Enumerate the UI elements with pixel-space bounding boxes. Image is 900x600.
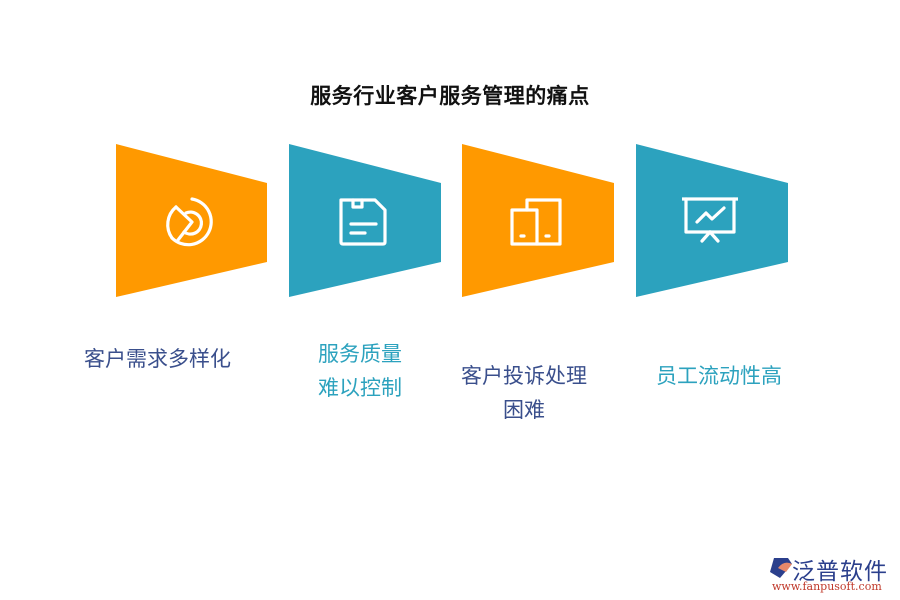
pain-point-label-1: 客户需求多样化 xyxy=(84,342,231,376)
label-line: 客户需求多样化 xyxy=(84,347,231,371)
pain-point-label-3: 客户投诉处理 困难 xyxy=(461,359,587,427)
floppy-disk-icon xyxy=(339,198,387,246)
pain-point-label-4: 员工流动性高 xyxy=(656,359,782,393)
logo-name: 泛普软件 xyxy=(792,559,888,585)
pain-point-card-3 xyxy=(462,144,615,298)
logo-mark-icon xyxy=(770,558,792,578)
pain-point-card-4 xyxy=(636,144,789,298)
presentation-chart-icon xyxy=(682,197,738,243)
fanpu-logo: 泛普软件 www.fanpusoft.com xyxy=(766,552,896,596)
devices-icon xyxy=(510,198,562,246)
label-line: 服务质量 xyxy=(318,342,402,366)
page-title: 服务行业客户服务管理的痛点 xyxy=(310,84,590,108)
pain-point-card-2 xyxy=(289,144,442,298)
pain-point-label-2: 服务质量 难以控制 xyxy=(318,337,402,405)
label-line: 困难 xyxy=(503,398,545,422)
pie-chart-icon xyxy=(166,197,213,247)
label-line: 员工流动性高 xyxy=(656,364,782,388)
pain-point-card-1 xyxy=(116,144,269,298)
trapezoid-shape xyxy=(289,144,441,297)
label-line: 难以控制 xyxy=(318,376,402,400)
label-line: 客户投诉处理 xyxy=(461,364,587,388)
logo-url: www.fanpusoft.com xyxy=(772,580,882,593)
